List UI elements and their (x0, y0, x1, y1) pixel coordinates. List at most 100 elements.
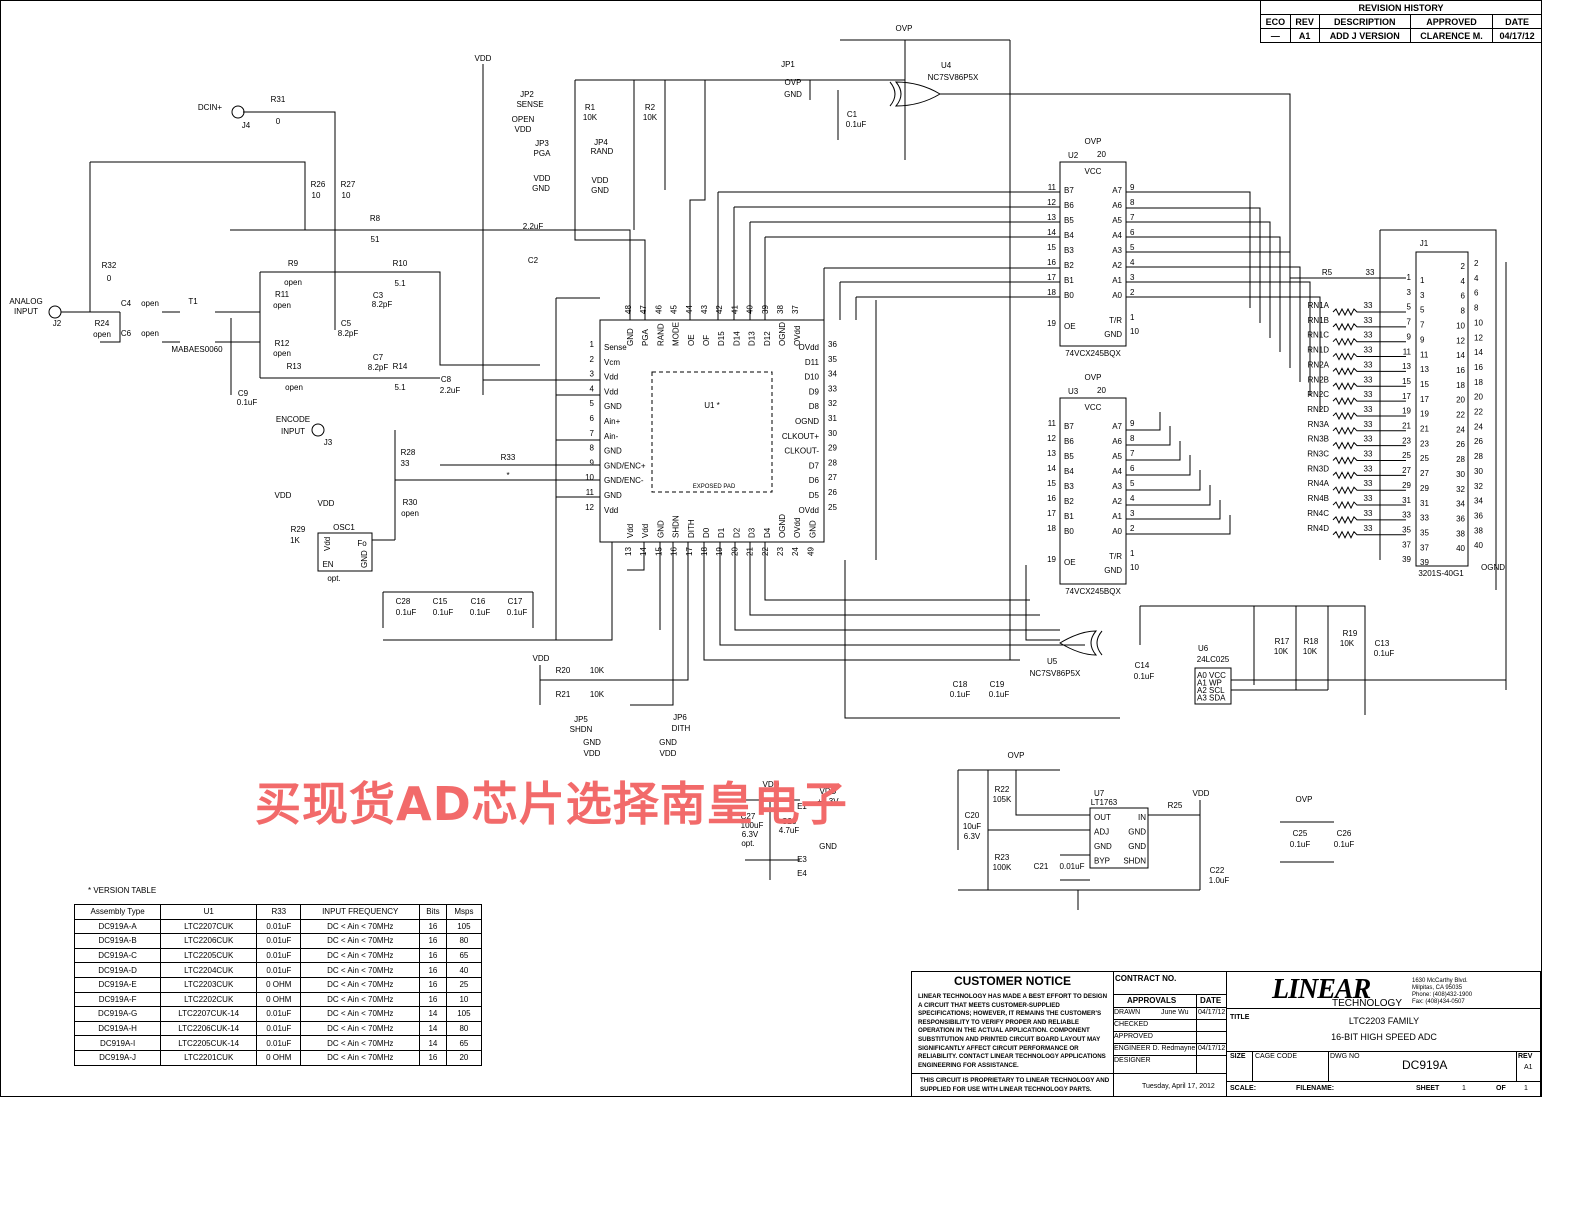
net-label: R17 (1275, 637, 1290, 646)
u2-pin-number: 3 (1130, 273, 1135, 282)
net-label: 33 (401, 459, 410, 468)
net-label: R10 (393, 259, 408, 268)
u3-pin-number: 16 (1047, 494, 1056, 503)
resistor-network-ref: RN2C (1307, 390, 1329, 399)
version-cell: DC919A-I (73, 1035, 162, 1051)
net-label: 2.2uF (523, 222, 544, 231)
resistor-network-symbol (1332, 411, 1406, 421)
net-label: 6.3V (742, 830, 759, 839)
resistor-network-symbol (1332, 500, 1406, 510)
rev-approved: CLARENCE M. (1409, 28, 1494, 43)
net-label: 0.01uF (1060, 862, 1085, 871)
title-label: TITLE (1230, 1014, 1250, 1021)
u1-pin-number: 28 (828, 458, 837, 467)
net-label: OVP (1296, 795, 1313, 804)
u2-pin-name: OE (1064, 322, 1076, 331)
net-label: C4 (121, 299, 132, 308)
u2-pin-number: 19 (1047, 319, 1056, 328)
u1-pin-name: D7 (809, 461, 820, 470)
net-label: 0.1uF (433, 608, 454, 617)
net-label: C23 (782, 817, 797, 826)
u2-pin-number: 16 (1047, 258, 1056, 267)
rev-rev: A1 (1289, 28, 1320, 43)
j1-pin-number: 28 (1474, 452, 1483, 461)
net-label: VDD (515, 125, 532, 134)
u1-pin-name: SHDN (672, 515, 681, 538)
u3-pin-number: 10 (1130, 563, 1139, 572)
version-cell: 0 OHM (256, 991, 302, 1008)
resistor-network-value: 33 (1364, 375, 1373, 384)
title-divider (1226, 1008, 1542, 1009)
j1-pin-number: 9 (1420, 335, 1425, 344)
u1-pin-number: 24 (791, 547, 800, 556)
version-cell: DC < Ain < 70MHz (300, 1006, 421, 1022)
u3-pin-number: 2 (1130, 524, 1135, 533)
version-cell: 16 (419, 1049, 447, 1066)
net-label: 10K (1274, 647, 1289, 656)
u2-pin-number: 6 (1130, 228, 1135, 237)
j1-pin-number: 27 (1420, 469, 1429, 478)
j1-pin-number: 17 (1402, 392, 1411, 401)
resistor-network-ref: RN3A (1308, 420, 1330, 429)
resistor-network-value: 33 (1364, 405, 1373, 414)
approvals-row-line (1113, 1055, 1226, 1056)
u7-pin-name: GND (1128, 842, 1146, 851)
u1-pin-name: D9 (809, 387, 820, 396)
net-label: 1K (290, 536, 300, 545)
j1-pin-number: 20 (1456, 396, 1465, 405)
u3-pin-name: A2 (1112, 497, 1122, 506)
u1-pin-number: 8 (590, 444, 595, 453)
customer-notice-title: CUSTOMER NOTICE (953, 974, 1072, 988)
version-cell: 65 (445, 947, 483, 964)
engineer-label: ENGINEER D. Redmayne (1114, 1045, 1196, 1052)
u1-pin-name: GND (656, 520, 665, 538)
version-cell: 16 (419, 991, 447, 1008)
j1-pin-number: 10 (1456, 321, 1465, 330)
net-label: open (284, 278, 302, 287)
j1-pin-number: 3 (1407, 288, 1412, 297)
net-label: J4 (242, 121, 251, 130)
revision-history-table: REVISION HISTORY ECO REV DESCRIPTION APP… (1260, 0, 1542, 43)
u1-pin-name: GND (604, 402, 622, 411)
version-cell: LTC2203CUK (160, 976, 258, 993)
net-label: 105K (993, 795, 1012, 804)
u3-pin-name: B2 (1064, 497, 1074, 506)
proprietary-notice: THIS CIRCUIT IS PROPRIETARY TO LINEAR TE… (920, 1077, 1110, 1093)
resistor-network-ref: RN2B (1308, 375, 1329, 384)
u7-ref: U7 (1094, 789, 1105, 798)
version-cell: 0.01uF (256, 1020, 302, 1037)
version-cell: 14 (419, 1035, 447, 1051)
resistor-network-ref: RN1A (1308, 301, 1330, 310)
net-label: C18 (953, 680, 968, 689)
net-label: R11 (275, 290, 290, 299)
filename-label: FILENAME: (1296, 1085, 1335, 1092)
net-label: GND (532, 184, 550, 193)
net-label: R14 (393, 362, 408, 371)
u1-pin-number: 17 (685, 547, 694, 556)
version-cell: 80 (445, 1020, 483, 1037)
size-label: SIZE (1230, 1053, 1246, 1060)
version-cell: DC919A-A (73, 918, 162, 935)
u1-pin-number: 9 (590, 458, 595, 467)
net-label: open (141, 329, 159, 338)
version-cell: 0.01uF (256, 918, 302, 935)
net-label: JP4 (594, 138, 608, 147)
osc1-body (317, 532, 373, 572)
version-cell: 65 (445, 1035, 483, 1051)
j1-pin-number: 24 (1474, 422, 1483, 431)
u2-pin-name: A5 (1112, 216, 1122, 225)
size-divider (1226, 1051, 1542, 1052)
rev-header-date: DATE (1492, 14, 1542, 29)
net-label: R24 (95, 319, 110, 328)
net-label: C6 (121, 329, 132, 338)
notice-divider (912, 1073, 1113, 1074)
version-cell: 105 (445, 918, 483, 935)
u1-pin-name: GND (808, 520, 817, 538)
osc1-pin-name: Fo (357, 539, 367, 548)
j1-pin-number: 19 (1420, 410, 1429, 419)
resistor-network-ref: RN1B (1308, 316, 1329, 325)
j1-pin-number: 16 (1474, 363, 1483, 372)
